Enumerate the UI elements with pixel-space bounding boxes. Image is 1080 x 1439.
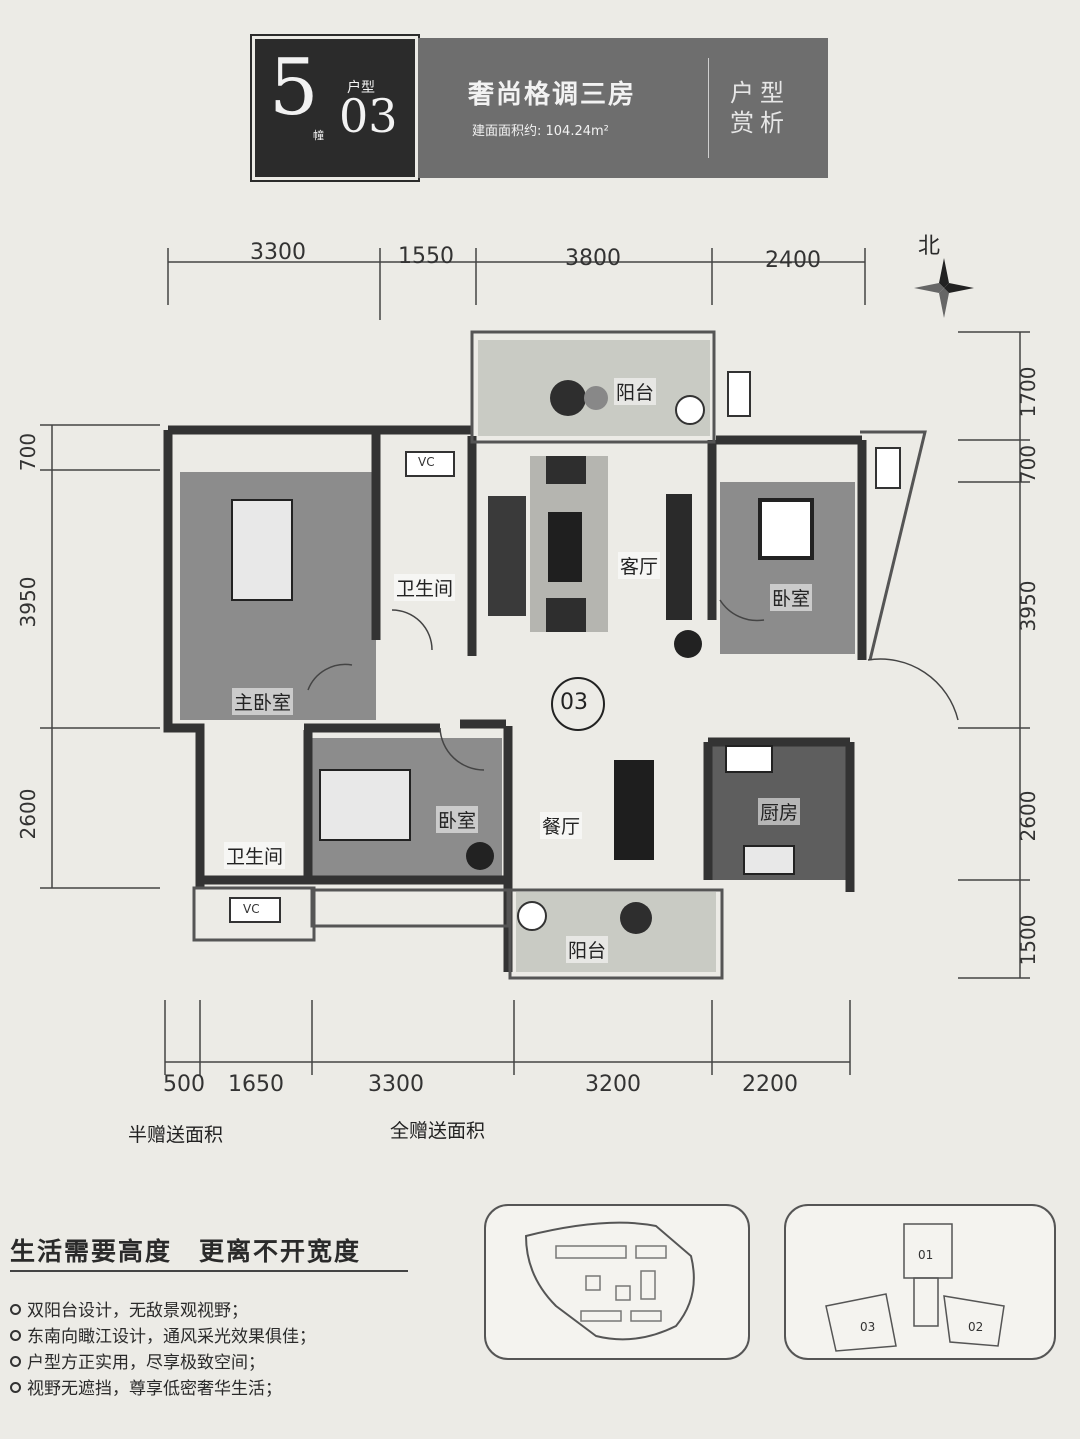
dim-top-3: 3800	[565, 246, 621, 271]
building-label-01: 01	[918, 1248, 934, 1262]
bullet-icon	[10, 1330, 21, 1341]
header-divider	[708, 58, 709, 158]
room-dining: 餐厅	[540, 812, 583, 839]
building-unit-label: 幢	[313, 129, 324, 142]
room-master-bedroom: 主卧室	[232, 688, 294, 715]
compass-icon	[914, 258, 974, 318]
dim-bottom-1: 500	[163, 1072, 205, 1097]
page-title: 奢尚格调三房	[468, 80, 637, 110]
feature-item-2: 东南向瞰江设计，通风采光效果俱佳；	[10, 1322, 316, 1347]
dim-top-2: 1550	[398, 244, 454, 269]
room-bathroom-south: 卫生间	[224, 842, 286, 869]
building-type-badge: 5 幢 户型 03	[250, 34, 420, 182]
full-gift-area-note: 全赠送面积	[390, 1120, 486, 1142]
bullet-icon	[10, 1382, 21, 1393]
dim-bottom-4: 3200	[585, 1072, 641, 1097]
room-bedroom-south: 卧室	[436, 806, 479, 833]
building-label-03: 03	[860, 1320, 876, 1334]
unit-type-number: 03	[339, 89, 398, 143]
feature-text: 东南向瞰江设计，通风采光效果俱佳；	[27, 1327, 316, 1347]
room-balcony-north: 阳台	[614, 378, 657, 405]
floor-plan	[163, 330, 959, 980]
building-number: 5	[269, 43, 319, 133]
unit-marker: 03	[560, 690, 588, 715]
feature-text: 户型方正实用，尽享极致空间；	[27, 1353, 265, 1373]
half-gift-area-note: 半赠送面积	[128, 1124, 224, 1146]
vc-label-2: VC	[243, 902, 260, 916]
building-plan-drawing	[825, 1223, 1005, 1352]
feature-item-1: 双阳台设计，无敌景观视野；	[10, 1296, 248, 1321]
dim-bottom-5: 2200	[742, 1072, 798, 1097]
site-map-thumbnail	[484, 1204, 750, 1360]
dim-bottom-3: 3300	[368, 1072, 424, 1097]
room-kitchen: 厨房	[758, 798, 801, 825]
dim-top-1: 3300	[250, 240, 306, 265]
bullet-icon	[10, 1304, 21, 1315]
site-map-drawing	[524, 1221, 695, 1341]
slogan: 生活需要高度 更离不开宽度	[10, 1237, 362, 1266]
building-label-02: 02	[968, 1320, 984, 1334]
dim-top-4: 2400	[765, 248, 821, 273]
feature-item-4: 视野无遮挡，尊享低密奢华生活；	[10, 1374, 282, 1399]
room-living: 客厅	[618, 552, 661, 579]
building-plan-thumbnail: 01 03 02	[784, 1204, 1056, 1360]
dim-bottom-2: 1650	[228, 1072, 284, 1097]
room-bathroom-north: 卫生间	[394, 574, 456, 601]
side-title: 户型 赏析	[730, 78, 790, 138]
side-title-line2: 赏析	[730, 109, 790, 137]
room-bedroom-east: 卧室	[770, 584, 813, 611]
feature-text: 视野无遮挡，尊享低密奢华生活；	[27, 1379, 282, 1399]
floor-area: 建面面积约: 104.24m²	[472, 124, 609, 139]
dimension-lines	[40, 248, 1030, 1075]
unit-type-label: 户型	[347, 80, 375, 96]
feature-text: 双阳台设计，无敌景观视野；	[27, 1301, 248, 1321]
side-title-line1: 户型	[730, 79, 790, 107]
compass-north-label: 北	[918, 234, 941, 259]
bullet-icon	[10, 1356, 21, 1367]
feature-item-3: 户型方正实用，尽享极致空间；	[10, 1348, 265, 1373]
vc-label-1: VC	[418, 455, 435, 469]
room-balcony-south: 阳台	[566, 936, 609, 963]
header-title-panel: 奢尚格调三房 建面面积约: 104.24m² 户型 赏析	[418, 38, 828, 178]
slogan-underline	[10, 1270, 408, 1272]
